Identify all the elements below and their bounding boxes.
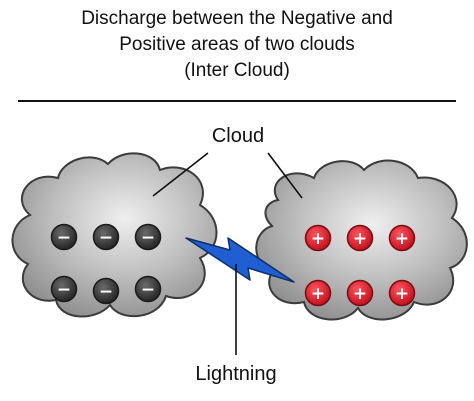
svg-text:−: −	[57, 228, 71, 248]
negative-charge: −	[92, 277, 120, 305]
negative-charge: −	[50, 275, 78, 303]
cloud-leader-line-right	[267, 152, 303, 199]
svg-text:+: +	[395, 229, 409, 249]
svg-text:+: +	[395, 284, 409, 304]
svg-text:−: −	[99, 228, 113, 248]
svg-text:−: −	[99, 282, 113, 302]
negative-charge: −	[134, 223, 162, 251]
svg-text:−: −	[57, 280, 71, 300]
title-line-1: Discharge between the Negative and	[81, 8, 393, 29]
cloud-leader-line-left	[152, 152, 209, 197]
positive-charges: + + + + + +	[304, 224, 416, 307]
negative-charges: − − − − − −	[50, 223, 162, 305]
negative-charge: −	[92, 223, 120, 251]
positive-charge: +	[388, 279, 416, 307]
title-line-2: Positive areas of two clouds	[119, 34, 355, 55]
title-divider	[18, 100, 456, 102]
lightning-bolt-icon	[185, 237, 295, 283]
diagram-title: Discharge between the Negative and Posit…	[0, 6, 474, 84]
positive-charge: +	[304, 279, 332, 307]
positive-charge: +	[388, 224, 416, 252]
svg-text:+: +	[311, 229, 325, 249]
svg-text:−: −	[141, 280, 155, 300]
positive-charge: +	[346, 279, 374, 307]
positive-charge: +	[346, 224, 374, 252]
lightning-label: Lightning	[195, 363, 276, 385]
negative-charge: −	[50, 223, 78, 251]
title-line-3: (Inter Cloud)	[184, 60, 290, 81]
positive-charge: +	[304, 224, 332, 252]
cloud-label: Cloud	[212, 125, 264, 147]
svg-text:+: +	[353, 284, 367, 304]
svg-text:+: +	[353, 229, 367, 249]
svg-text:+: +	[311, 284, 325, 304]
svg-text:−: −	[141, 228, 155, 248]
negative-charge: −	[134, 275, 162, 303]
